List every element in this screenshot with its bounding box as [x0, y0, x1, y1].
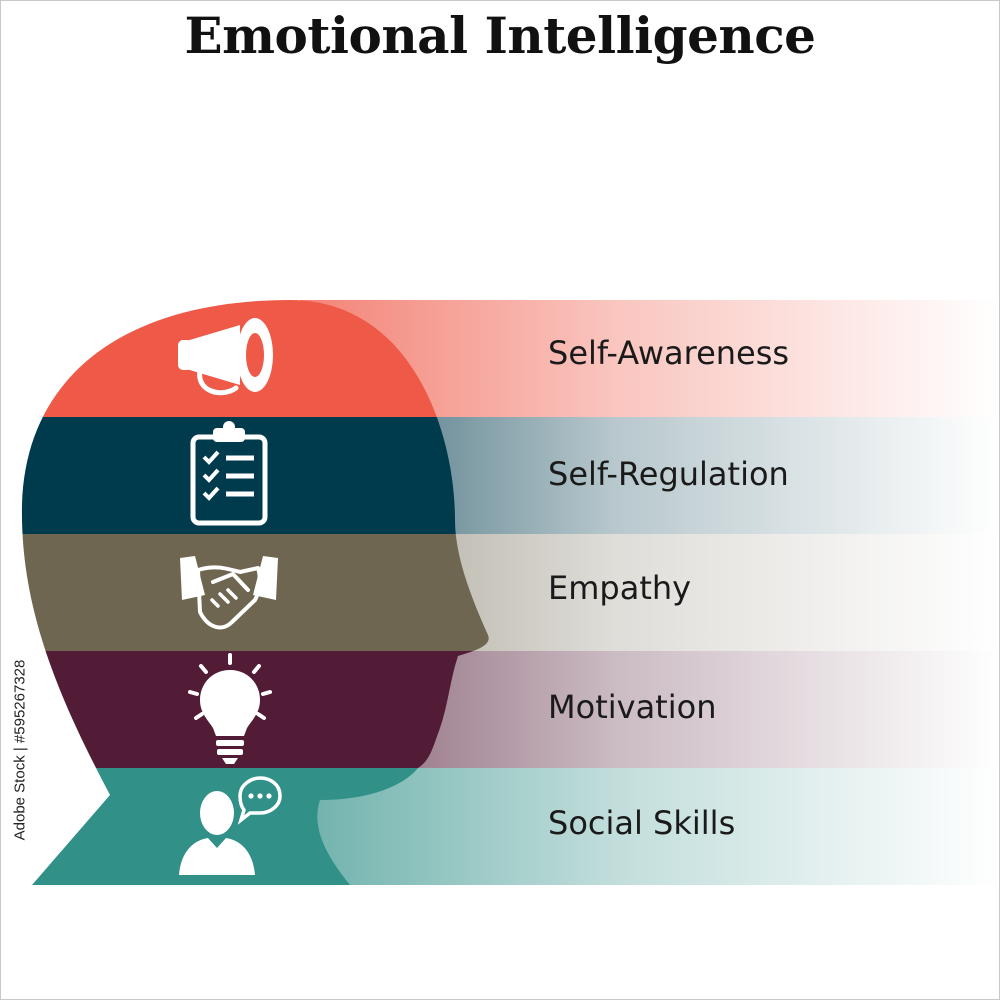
label-self-awareness: Self-Awareness	[548, 334, 790, 372]
person-chat-icon	[179, 776, 282, 875]
handshake-icon	[180, 556, 278, 630]
head-layer-self-regulation	[21, 417, 489, 534]
clipboard-checklist-icon	[190, 421, 268, 526]
band-social-skills	[300, 768, 1000, 885]
lightbulb-icon	[188, 653, 272, 764]
label-empathy: Empathy	[548, 569, 692, 607]
megaphone-icon	[178, 318, 273, 396]
label-self-regulation: Self-Regulation	[548, 455, 789, 493]
label-motivation: Motivation	[548, 688, 717, 726]
label-social-skills: Social Skills	[548, 804, 736, 842]
diagram-title: Emotional Intelligence	[184, 6, 816, 65]
stock-id-vertical: Adobe Stock | #595267328	[2, 600, 38, 900]
stock-id-text: Adobe Stock | #595267328	[11, 659, 29, 841]
